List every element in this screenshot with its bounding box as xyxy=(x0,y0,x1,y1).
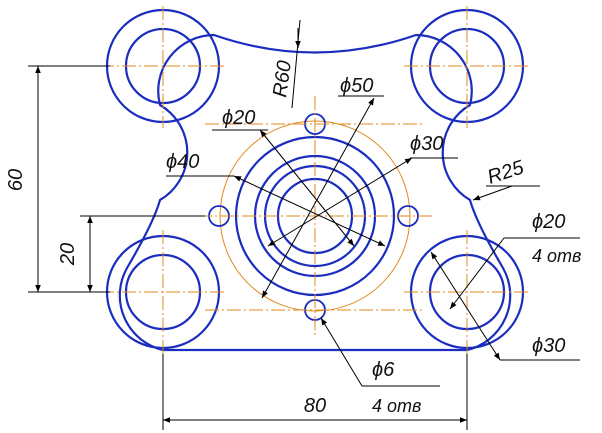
d50-label: ϕ50 xyxy=(340,75,373,97)
dimension-20 xyxy=(80,215,205,292)
d30-center-label: ϕ30 xyxy=(410,133,443,155)
d20-center-label: ϕ20 xyxy=(222,107,255,129)
d20-corner-label: ϕ20 xyxy=(532,211,565,233)
r60-leader xyxy=(291,19,301,109)
center-lines xyxy=(100,6,530,356)
four-holes-small-label: 4 отв xyxy=(372,396,421,416)
r25-leader xyxy=(472,185,540,201)
d30-corner-leader xyxy=(430,251,580,361)
r25-label: R25 xyxy=(485,156,528,189)
dim-80-label: 80 xyxy=(304,395,326,417)
d20-center-leader xyxy=(212,129,355,247)
part-outline xyxy=(118,33,512,352)
small-holes xyxy=(208,113,419,321)
dimension-60 xyxy=(28,65,110,293)
d6-label: ϕ6 xyxy=(372,359,395,381)
r60-label: R60 xyxy=(269,59,296,98)
dim-20-label: 20 xyxy=(57,243,79,266)
d40-label: ϕ40 xyxy=(166,151,199,173)
dimension-80 xyxy=(162,354,468,430)
d6-leader xyxy=(320,317,440,387)
dim-60-label: 60 xyxy=(5,169,27,191)
four-holes-corner-label: 4 отв xyxy=(532,246,581,266)
d30-corner-label: ϕ30 xyxy=(532,335,565,357)
d40-leader xyxy=(166,175,386,247)
